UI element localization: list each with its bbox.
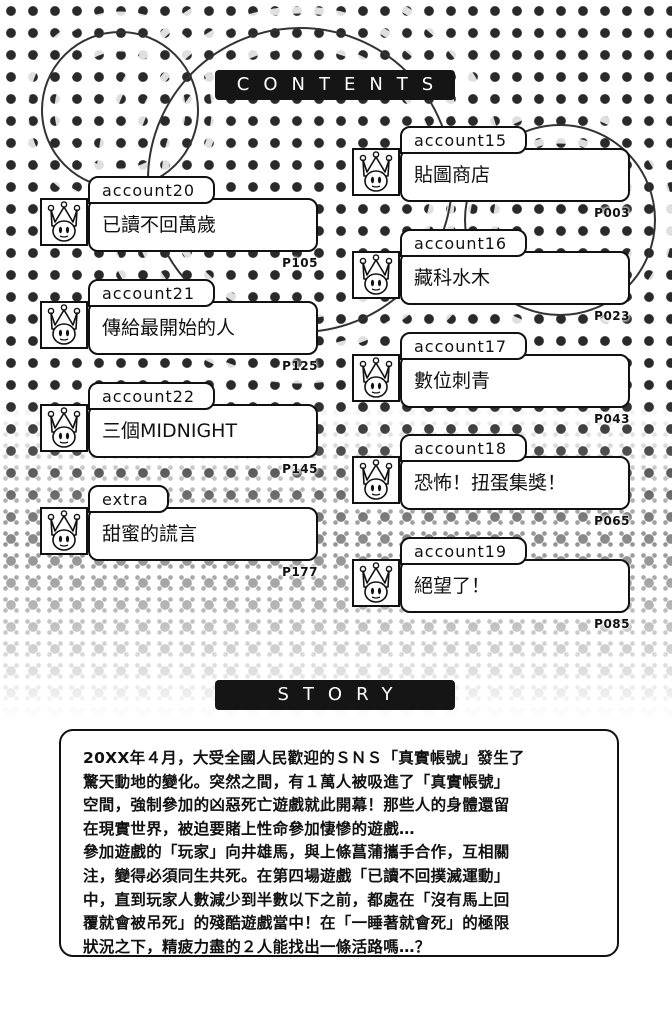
story-line: 在現實世界，被迫要賭上性命參加悽慘的遊戲… bbox=[83, 819, 415, 838]
story-line: 驚天動地的變化。突然之間，有１萬人被吸進了「真實帳號」 bbox=[83, 772, 510, 791]
entry-page-number: P145 bbox=[282, 462, 318, 476]
entry-title: 貼圖商店 bbox=[400, 148, 630, 202]
story-line: 參加遊戲的「玩家」向井雄馬，與上條菖蒲攜手合作，互相關 bbox=[83, 843, 510, 862]
entry-account-label: account18 bbox=[400, 434, 528, 462]
crown-face-icon bbox=[40, 301, 88, 349]
entry-page-number: P105 bbox=[282, 256, 318, 270]
entry-title: 藏科水木 bbox=[400, 251, 630, 305]
entry-account-label: account22 bbox=[88, 382, 216, 410]
crown-face-icon bbox=[352, 354, 400, 402]
toc-entry-account18[interactable]: account18 恐怖！扭蛋集獎！ P065 bbox=[352, 434, 632, 546]
crown-face-icon bbox=[40, 404, 88, 452]
crown-face-icon bbox=[352, 251, 400, 299]
crown-face-icon bbox=[40, 198, 88, 246]
entry-page-number: P043 bbox=[594, 412, 630, 426]
crown-face-icon bbox=[352, 148, 400, 196]
story-line: 覆就會被吊死」的殘酷遊戲當中！在「一睡著就會死」的極限 bbox=[83, 914, 510, 933]
entry-account-label: account15 bbox=[400, 126, 528, 154]
entry-account-label: account20 bbox=[88, 176, 216, 204]
entry-page-number: P003 bbox=[594, 206, 630, 220]
entry-title: 甜蜜的謊言 bbox=[88, 507, 318, 561]
toc-entry-extra[interactable]: extra 甜蜜的謊言 P177 bbox=[40, 485, 320, 597]
entry-account-label: extra bbox=[88, 485, 169, 513]
crown-face-icon bbox=[352, 559, 400, 607]
story-line: 20XX年４月，大受全國人民歡迎的ＳＮＳ「真實帳號」發生了 bbox=[83, 749, 525, 767]
toc-entry-account15[interactable]: account15 貼圖商店 P003 bbox=[352, 126, 632, 238]
entry-account-label: account17 bbox=[400, 332, 528, 360]
toc-entry-account16[interactable]: account16 藏科水木 P023 bbox=[352, 229, 632, 341]
toc-entry-account22[interactable]: account22 三個MIDNIGHT P145 bbox=[40, 382, 320, 494]
story-synopsis: 20XX年４月，大受全國人民歡迎的ＳＮＳ「真實帳號」發生了 驚天動地的變化。突然… bbox=[59, 729, 619, 957]
story-line: 中，直到玩家人數減少到半數以下之前，都處在「沒有馬上回 bbox=[83, 890, 510, 909]
entry-title: 恐怖！扭蛋集獎！ bbox=[400, 456, 630, 510]
toc-entry-account17[interactable]: account17 數位刺青 P043 bbox=[352, 332, 632, 444]
toc-entry-account20[interactable]: account20 已讀不回萬歲 P105 bbox=[40, 176, 320, 288]
toc-entry-account19[interactable]: account19 絕望了！ P085 bbox=[352, 537, 632, 649]
entry-account-label: account21 bbox=[88, 279, 216, 307]
entry-account-label: account16 bbox=[400, 229, 528, 257]
entry-page-number: P085 bbox=[594, 617, 630, 631]
entry-page-number: P177 bbox=[282, 565, 318, 579]
entry-page-number: P023 bbox=[594, 309, 630, 323]
toc-entry-account21[interactable]: account21 傳給最開始的人 P125 bbox=[40, 279, 320, 391]
crown-face-icon bbox=[40, 507, 88, 555]
contents-heading: CONTENTS bbox=[215, 70, 455, 100]
entry-page-number: P125 bbox=[282, 359, 318, 373]
entry-title: 絕望了！ bbox=[400, 559, 630, 613]
story-line: 空間，強制參加的凶惡死亡遊戲就此開幕！那些人的身體還留 bbox=[83, 796, 510, 815]
entry-title: 數位刺青 bbox=[400, 354, 630, 408]
entry-title: 傳給最開始的人 bbox=[88, 301, 318, 355]
story-line: 注，變得必須同生共死。在第四場遊戲「已讀不回撲滅運動」 bbox=[83, 866, 510, 885]
entry-page-number: P065 bbox=[594, 514, 630, 528]
crown-face-icon bbox=[352, 456, 400, 504]
story-heading: STORY bbox=[215, 680, 455, 710]
entry-title: 已讀不回萬歲 bbox=[88, 198, 318, 252]
story-line: 狀況之下，精疲力盡的２人能找出一條活路嗎…？ bbox=[83, 937, 431, 956]
entry-title: 三個MIDNIGHT bbox=[88, 404, 318, 458]
entry-account-label: account19 bbox=[400, 537, 528, 565]
